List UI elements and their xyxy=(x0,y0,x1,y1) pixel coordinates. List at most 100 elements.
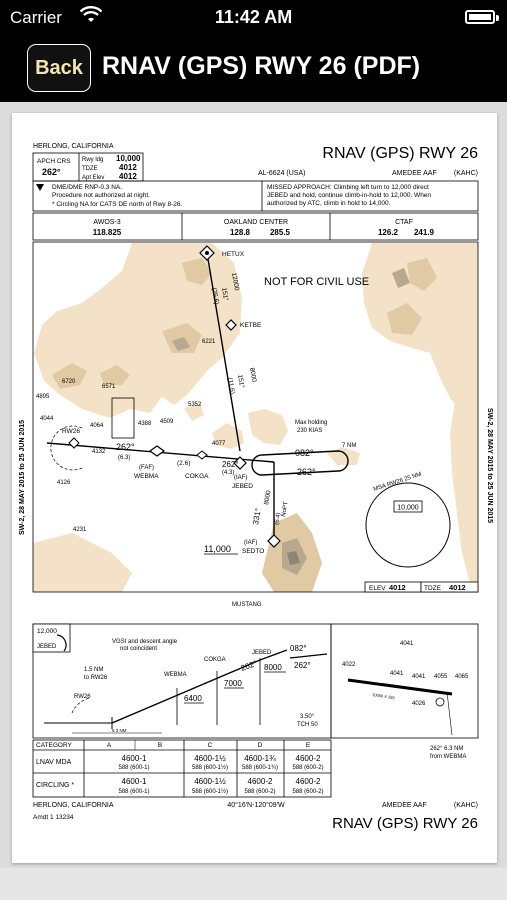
svg-text:4055: 4055 xyxy=(434,674,448,680)
comm-ctaf-freq1: 126.2 xyxy=(378,228,399,237)
takeoff-minimums-icon xyxy=(36,184,44,191)
svg-text:4600-1½: 4600-1½ xyxy=(194,777,226,786)
svg-text:(IAF): (IAF) xyxy=(234,475,247,481)
svg-text:8000: 8000 xyxy=(264,663,282,672)
fix-jebed: (IAF) JEBED xyxy=(232,456,253,490)
svg-text:ELEV: ELEV xyxy=(369,585,386,592)
svg-text:331°: 331° xyxy=(251,507,263,525)
note-3: * Circling NA for CATS DE north of Rwy 8… xyxy=(52,201,182,208)
svg-text:12000: 12000 xyxy=(230,272,240,291)
comm-center-freq1: 128.8 xyxy=(230,228,251,237)
apt-elev: 4012 xyxy=(119,172,137,181)
svg-text:4064: 4064 xyxy=(90,423,104,429)
svg-text:262°: 262° xyxy=(116,442,135,452)
svg-text:588 (600-1½): 588 (600-1½) xyxy=(192,764,228,771)
status-bar: Carrier 11:42 AM xyxy=(0,0,507,36)
svg-text:CATEGORY: CATEGORY xyxy=(36,742,73,749)
svg-text:262°: 262° xyxy=(297,467,316,477)
svg-text:JEBED: JEBED xyxy=(37,644,57,650)
svg-text:(6.3): (6.3) xyxy=(118,455,130,461)
svg-text:262° 6.3 NM: 262° 6.3 NM xyxy=(430,746,463,752)
rwy-ldg: 10,000 xyxy=(116,154,141,163)
svg-text:151°: 151° xyxy=(220,287,230,302)
airport-diagram: 4041 4022 4041 4041 4055 4065 4026 10000… xyxy=(330,623,479,760)
svg-text:5352: 5352 xyxy=(188,402,202,408)
svg-text:(FAF): (FAF) xyxy=(139,465,154,471)
svg-text:A: A xyxy=(107,742,112,749)
svg-text:COKGA: COKGA xyxy=(204,657,226,663)
approach-plate[interactable]: HERLONG, CALIFORNIA RNAV (GPS) RWY 26 AP… xyxy=(12,113,497,863)
svg-text:COKGA: COKGA xyxy=(185,473,209,480)
svg-text:D: D xyxy=(258,742,263,749)
svg-text:151°: 151° xyxy=(236,374,246,389)
svg-text:6720: 6720 xyxy=(62,379,76,385)
svg-text:LNAV MDA: LNAV MDA xyxy=(36,759,72,766)
svg-text:4600-2: 4600-2 xyxy=(248,777,273,786)
svg-text:6400: 6400 xyxy=(184,694,202,703)
terrain xyxy=(33,243,478,592)
not-for-civil-use: NOT FOR CIVIL USE xyxy=(264,276,369,288)
svg-text:(4.3): (4.3) xyxy=(222,470,234,476)
svg-text:4600-2: 4600-2 xyxy=(296,754,321,763)
svg-text:588 (600-1): 588 (600-1) xyxy=(118,789,149,795)
webma-fix-icon xyxy=(435,697,445,707)
profile-view: 12,000 JEBED VGSI and descent angle not … xyxy=(32,623,332,739)
svg-text:TCH 50: TCH 50 xyxy=(297,722,318,728)
svg-text:588 (600-2): 588 (600-2) xyxy=(292,789,323,795)
svg-text:4077: 4077 xyxy=(212,441,226,447)
svg-text:(IAF): (IAF) xyxy=(244,540,257,546)
svg-text:4600-2: 4600-2 xyxy=(296,777,321,786)
svg-text:Max holding: Max holding xyxy=(295,420,327,426)
svg-text:NoPT: NoPT xyxy=(281,501,290,517)
svg-text:4044: 4044 xyxy=(40,416,54,422)
svg-text:4388: 4388 xyxy=(138,421,152,427)
rwy-ldg-label: Rwy ldg xyxy=(82,157,103,163)
holding-pattern xyxy=(251,450,349,476)
svg-text:4041: 4041 xyxy=(400,641,414,647)
sedto-mea: 11,000 xyxy=(204,544,231,554)
footer-amdt: Amdt 1 13234 xyxy=(33,814,74,821)
svg-text:(2.6): (2.6) xyxy=(177,460,190,467)
approach-chart: HERLONG, CALIFORNIA RNAV (GPS) RWY 26 AP… xyxy=(19,143,493,832)
svg-text:588 (600-1½): 588 (600-1½) xyxy=(192,788,228,795)
svg-text:JEBED: JEBED xyxy=(232,483,253,490)
svg-text:7000: 7000 xyxy=(224,679,242,688)
svg-text:4600-1: 4600-1 xyxy=(122,777,147,786)
airport-top: AMEDEE AAF xyxy=(392,170,437,177)
bottom-area xyxy=(0,868,507,900)
tdze-value-2: 4012 xyxy=(449,583,466,592)
carrier-label: Carrier xyxy=(10,8,62,27)
svg-text:4600-1: 4600-1 xyxy=(122,754,147,763)
svg-text:082°: 082° xyxy=(295,448,314,458)
svg-text:RW26: RW26 xyxy=(62,428,80,435)
comm-awos-name: AWOS-3 xyxy=(93,219,120,226)
svg-text:to RW26: to RW26 xyxy=(84,675,108,681)
fix-mustang: MUSTANG xyxy=(232,602,262,608)
svg-text:RW26: RW26 xyxy=(74,694,91,700)
missed-approach-3: authorized by ATC, climb in hold to 14,0… xyxy=(267,200,391,207)
svg-text:588 (600-2): 588 (600-2) xyxy=(292,765,323,771)
chart-id: AL-6624 (USA) xyxy=(258,170,305,177)
svg-text:WEBMA: WEBMA xyxy=(134,473,159,480)
note-1: DME/DME RNP-0.3 NA. xyxy=(52,184,122,191)
svg-text:CIRCLING *: CIRCLING * xyxy=(36,782,74,789)
back-button[interactable]: Back xyxy=(27,44,91,92)
svg-text:8000: 8000 xyxy=(248,367,257,383)
svg-text:230 KIAS: 230 KIAS xyxy=(297,428,322,434)
navigation-bar: Back RNAV (GPS) RWY 26 (PDF) xyxy=(0,36,507,102)
svg-text:4895: 4895 xyxy=(36,394,50,400)
fix-sedto: (IAF) SEDTO 11,000 xyxy=(204,534,281,555)
svg-text:588 (600-1): 588 (600-1) xyxy=(118,765,149,771)
svg-text:(25.6): (25.6) xyxy=(210,287,220,305)
missed-approach-2: JEBED and hold, continue climb-in-hold t… xyxy=(267,192,431,199)
tdze-value: 4012 xyxy=(119,163,137,172)
apt-elev-label: Apt Elev xyxy=(82,175,104,181)
svg-text:12,000: 12,000 xyxy=(37,628,57,635)
apch-crs: 262° xyxy=(42,167,61,177)
svg-text:588 (600-1¾): 588 (600-1¾) xyxy=(242,765,278,771)
svg-text:(6.4): (6.4) xyxy=(274,512,282,525)
comm-center-freq2: 285.5 xyxy=(270,228,291,237)
fix-cokga: COKGA xyxy=(185,450,209,480)
apch-crs-label: APCH CRS xyxy=(37,158,71,165)
svg-text:10000 X 150: 10000 X 150 xyxy=(372,692,396,700)
